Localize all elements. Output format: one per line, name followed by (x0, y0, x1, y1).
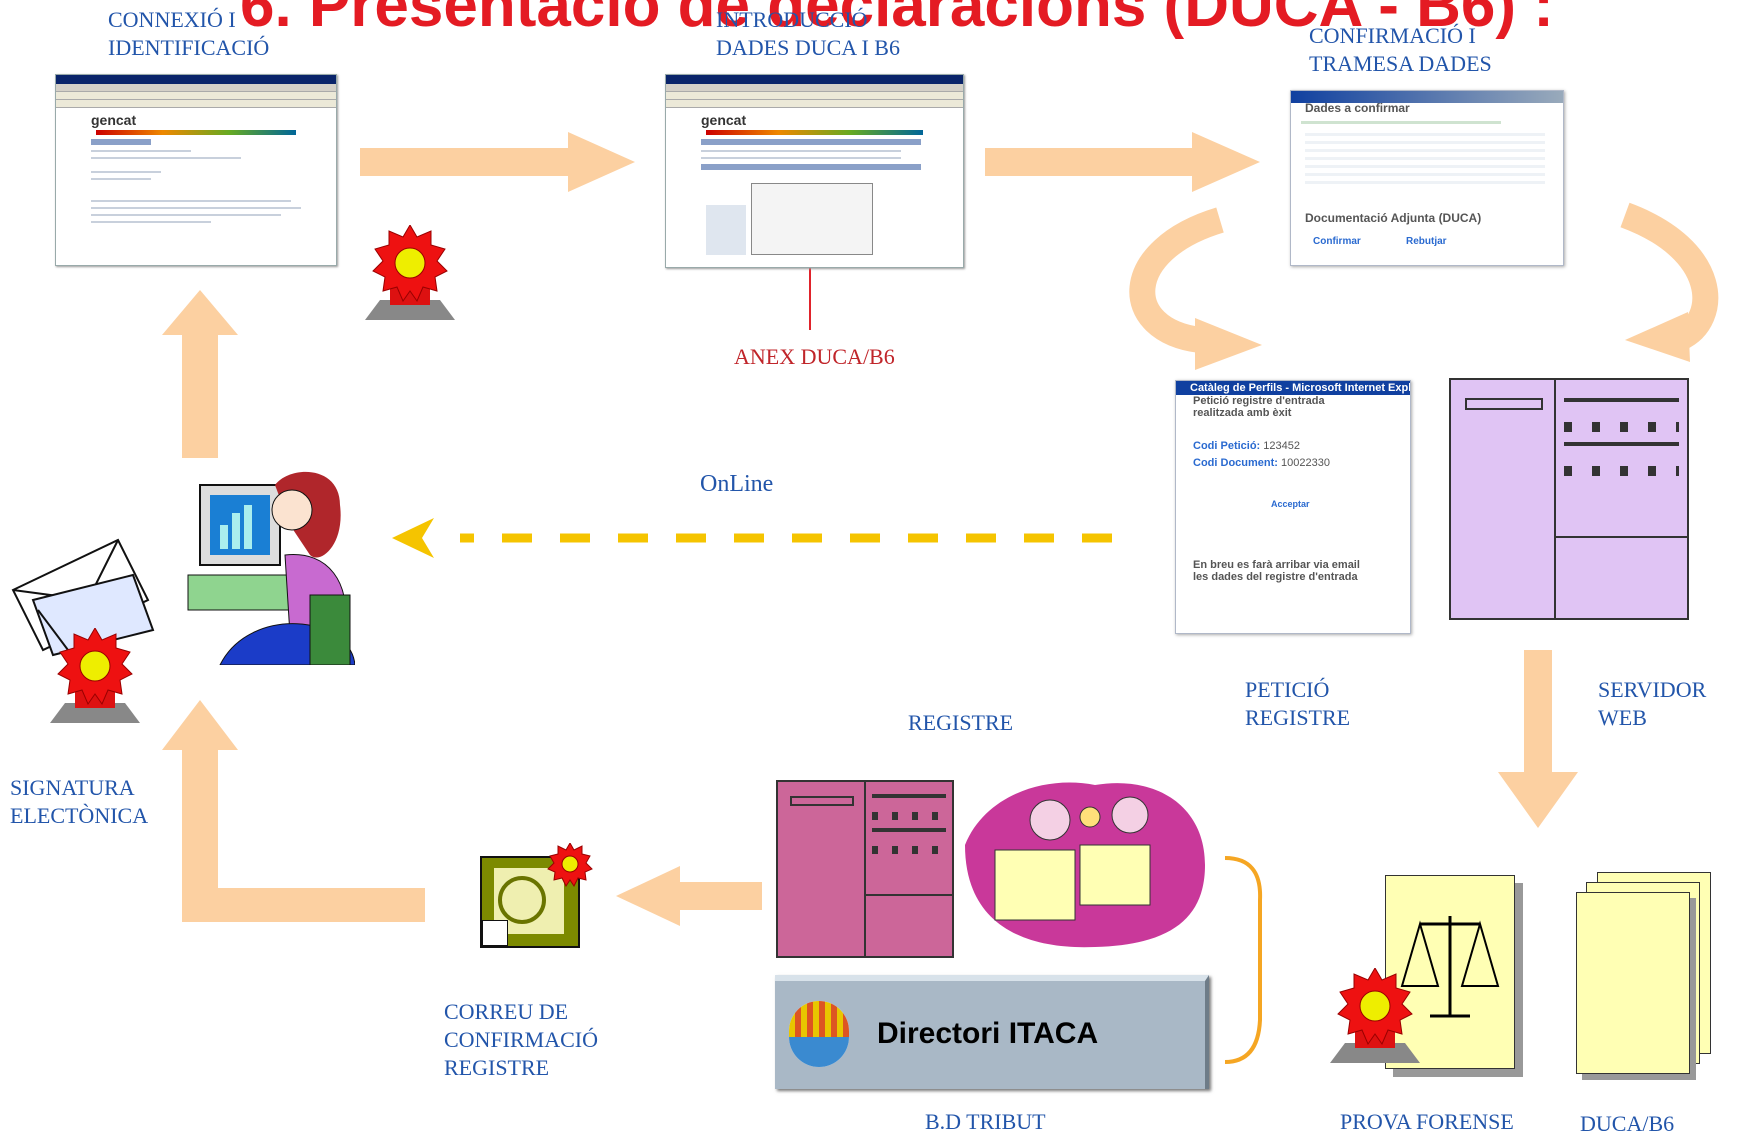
registre-people-illustration (965, 782, 1205, 948)
scales-icon (1400, 916, 1500, 1018)
codi-document: Codi Document: 10022330 (1193, 457, 1330, 469)
arrow-registre-to-correu (616, 866, 762, 926)
servidor-web-icon (1449, 378, 1689, 620)
shortcut-icon (482, 920, 508, 946)
online-arrowhead (392, 518, 434, 558)
accept-button[interactable]: Acceptar (1271, 499, 1310, 509)
gencat-logo-2: gencat (701, 112, 747, 128)
user-computer-illustration (187, 471, 355, 665)
label-anex: ANEX DUCA/B6 (734, 344, 895, 369)
envelopes-illustration (11, 538, 155, 657)
directori-itaca: Directori ITACA (775, 975, 1209, 1089)
page-title: 6. Presentació de declaracions (DUCA - B… (240, 0, 1554, 40)
seal-icon-4 (547, 843, 593, 887)
screenshot-connexio: gencat (55, 74, 337, 266)
confirm-docs: Documentació Adjunta (DUCA) (1305, 211, 1482, 225)
itaca-logo-icon (789, 1001, 849, 1067)
label-duca-b6: DUCA/B6 (1580, 1111, 1675, 1136)
servidor-registre-icon (776, 780, 954, 958)
curve-arrow-right (1620, 202, 1719, 350)
codi-peticio: Codi Petició: 123452 (1193, 440, 1301, 452)
arrow-servidor-down (1498, 650, 1578, 828)
label-prova-forense: PROVA FORENSE (1340, 1109, 1514, 1134)
confirm-panel: Dades a confirmar Documentació Adjunta (… (1290, 90, 1564, 266)
bracket (1224, 856, 1263, 1064)
arrow-connexio-to-introduccio (360, 132, 635, 192)
seal-icon-3 (1330, 968, 1420, 1063)
peticio-window-title: Catàleg de Perfils - Microsoft Internet … (1176, 381, 1410, 395)
label-bd-tribut: B.D TRIBUT (925, 1109, 1046, 1134)
screenshot-introduccio: gencat (665, 74, 964, 268)
gencat-logo: gencat (91, 112, 137, 128)
peticio-panel: Catàleg de Perfils - Microsoft Internet … (1175, 380, 1411, 634)
reject-link[interactable]: Rebutjar (1406, 236, 1447, 247)
prova-forense-document (1385, 875, 1515, 1069)
confirm-link[interactable]: Confirmar (1313, 236, 1361, 247)
arrow-introduccio-to-confirmacio (985, 132, 1260, 192)
label-online: OnLine (700, 471, 774, 497)
duca-b6-doc-front (1576, 892, 1690, 1074)
confirm-heading: Dades a confirmar (1305, 101, 1410, 115)
seal-icon-1 (365, 225, 455, 320)
seal-icon-2 (50, 628, 140, 723)
arrow-correu-to-user (162, 700, 425, 922)
label-registre: REGISTRE (908, 710, 1014, 735)
directori-label: Directori ITACA (877, 1017, 1099, 1050)
arrow-up-to-connexio (162, 290, 238, 458)
curve-arrow-left (1129, 207, 1224, 353)
